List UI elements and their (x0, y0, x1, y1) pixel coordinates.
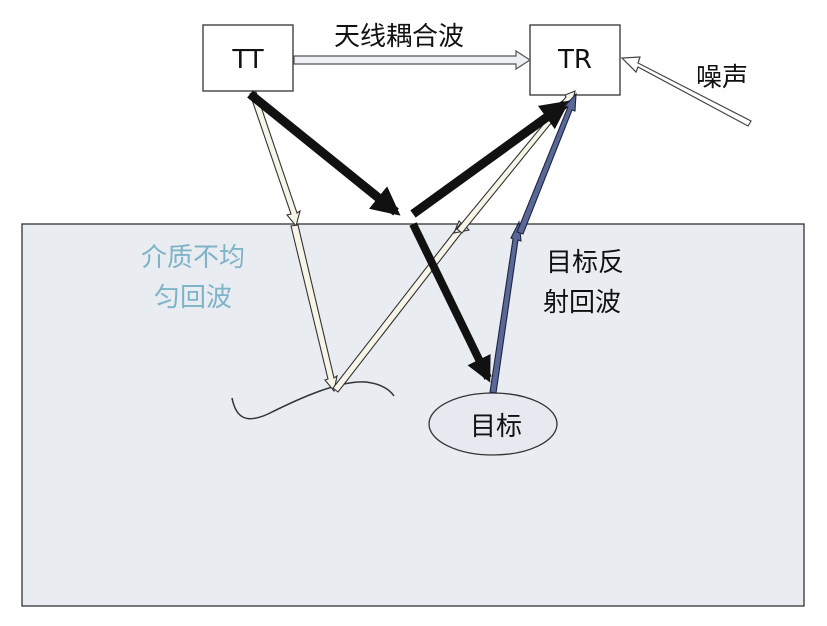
ground-medium (21, 223, 805, 607)
direct-wave-arrows (247, 90, 570, 383)
noise-label: 噪声 (696, 63, 748, 93)
target-label: 目标 (470, 412, 522, 442)
inhomogeneous-interface (231, 381, 395, 420)
tr-label: TR (557, 45, 592, 75)
tt-label: TT (231, 45, 263, 75)
coupling-wave-label: 天线耦合波 (334, 22, 464, 52)
coupling-arrow (293, 49, 532, 71)
inhomogeneous-echo-label-line2: 匀回波 (154, 283, 232, 313)
target-echo-arrows (489, 92, 577, 394)
tt-box (202, 24, 294, 92)
inhomogeneous-echo-label-line1: 介质不均 (141, 243, 245, 273)
target-reflection-label-line1: 目标反 (546, 248, 624, 278)
noise-arrow (620, 56, 752, 127)
target-reflection-label-line2: 射回波 (543, 288, 621, 318)
